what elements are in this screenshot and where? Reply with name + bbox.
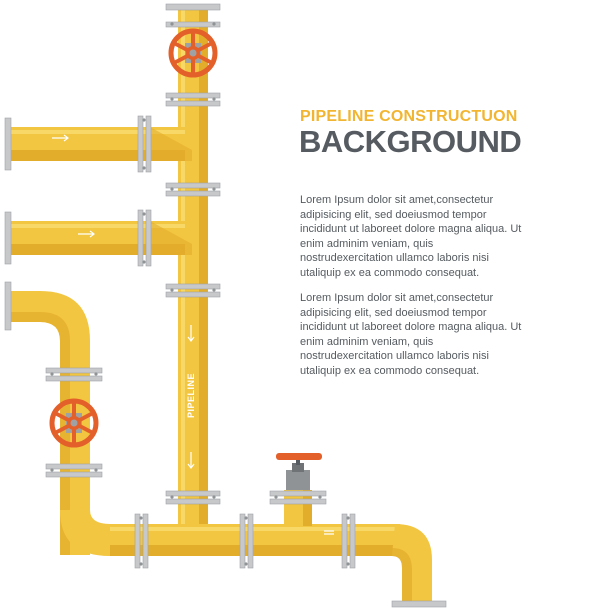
flange-top-end [165, 3, 221, 11]
handle-valve-icon [276, 453, 322, 490]
pipe-label: PIPELINE [186, 373, 196, 418]
body-paragraph: Lorem Ipsum dolor sit amet,consectetur a… [300, 194, 522, 279]
body-paragraph: Lorem Ipsum dolor sit amet,consectetur a… [300, 292, 522, 377]
gate-valve-wheel-icon [168, 28, 218, 78]
gate-valve-wheel-icon [49, 398, 99, 448]
flange-bolts [50, 22, 350, 566]
page-title: BACKGROUND [299, 124, 522, 159]
flow-arrows [52, 134, 334, 535]
flanges [4, 3, 447, 608]
flange-under-valve [165, 92, 221, 99]
page-subtitle: PIPELINE CONSTRUCTUON [300, 108, 518, 125]
